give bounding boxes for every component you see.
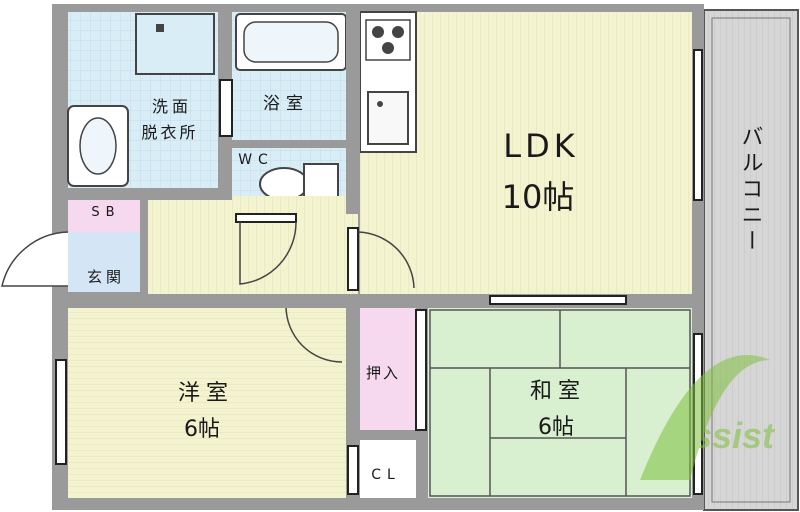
watermark-text: Assist: [665, 415, 776, 456]
washer-pan-icon: [135, 13, 215, 75]
western-room-size-label: 6帖: [184, 417, 220, 442]
bathtub-inner: [243, 21, 339, 63]
cl-floor: [360, 440, 416, 498]
washroom-label-line2: 脱衣所: [141, 123, 198, 142]
western-room-floor: [68, 308, 346, 498]
entrance-door-swing: [1, 231, 69, 287]
stove-top: [365, 19, 411, 61]
bath-label: 浴室: [263, 94, 309, 114]
entrance-floor: [68, 232, 148, 292]
entrance-label: 玄関: [87, 268, 125, 286]
western-room-label: 洋室: [178, 381, 234, 406]
hallway-floor: [148, 196, 358, 294]
ldk-label: LDK: [503, 127, 578, 165]
stove-burner-icon: [382, 42, 394, 54]
sink-drain-icon: [377, 101, 383, 107]
japanese-room-size-label: 6帖: [538, 415, 574, 440]
wc-label: WC: [238, 152, 274, 168]
assist-logo-watermark: Assist: [640, 355, 776, 480]
western-door-swing: [285, 305, 343, 363]
shoe-box-label: SB: [91, 205, 120, 220]
oshiire-floor: [360, 308, 416, 430]
stove-burner-icon: [372, 26, 384, 38]
oshiire-label: 押入: [366, 364, 400, 382]
cl-label: CL: [371, 467, 401, 483]
balcony-area: [703, 9, 799, 511]
ldk-size-label: 10帖: [502, 178, 575, 216]
stove-burner-icon: [392, 26, 404, 38]
ldk-door-swing: [357, 231, 415, 289]
japanese-room-label: 和室: [530, 379, 586, 404]
basin-bowl-icon: [79, 117, 117, 175]
washer-drain-icon: [156, 24, 164, 32]
balcony-rail: [711, 17, 791, 503]
wc-door-swing: [239, 221, 297, 285]
shoe-box-area: [68, 200, 148, 232]
washroom-label-line1: 洗面: [152, 97, 192, 116]
kitchen-sink-icon: [367, 91, 409, 145]
balcony-label: バルコニー: [738, 125, 763, 255]
toilet-icon: [259, 167, 309, 201]
